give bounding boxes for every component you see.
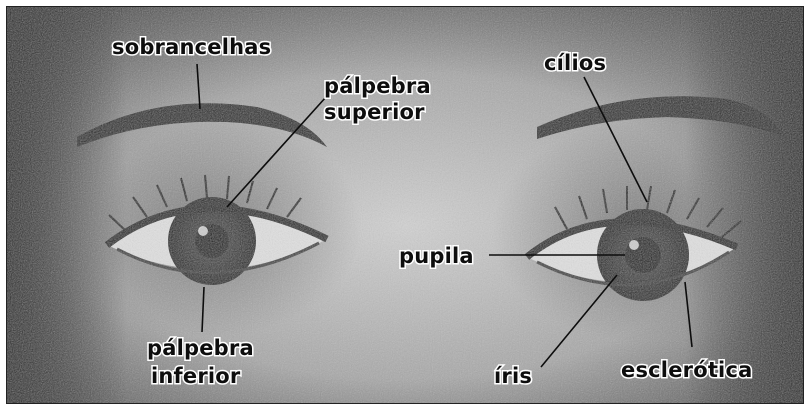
label-palpebra-superior-1: pálpebra: [324, 74, 431, 98]
label-palpebra-inferior-2: inferior: [151, 364, 241, 388]
left-catchlight: [198, 226, 208, 236]
right-catchlight: [629, 240, 639, 250]
label-iris: íris: [494, 364, 532, 388]
label-esclerotica: esclerótica: [621, 358, 752, 382]
label-palpebra-superior-2: superior: [324, 100, 425, 124]
label-sobrancelhas: sobrancelhas: [112, 35, 271, 59]
label-pupila: pupila: [399, 244, 474, 268]
eye-anatomy-diagram: sobrancelhas pálpebra superior cílios pu…: [7, 7, 804, 404]
label-palpebra-inferior-1: pálpebra: [147, 336, 254, 360]
eye-anatomy-figure: sobrancelhas pálpebra superior cílios pu…: [6, 6, 804, 404]
face-photo: [7, 7, 804, 404]
label-cilios: cílios: [544, 51, 606, 75]
